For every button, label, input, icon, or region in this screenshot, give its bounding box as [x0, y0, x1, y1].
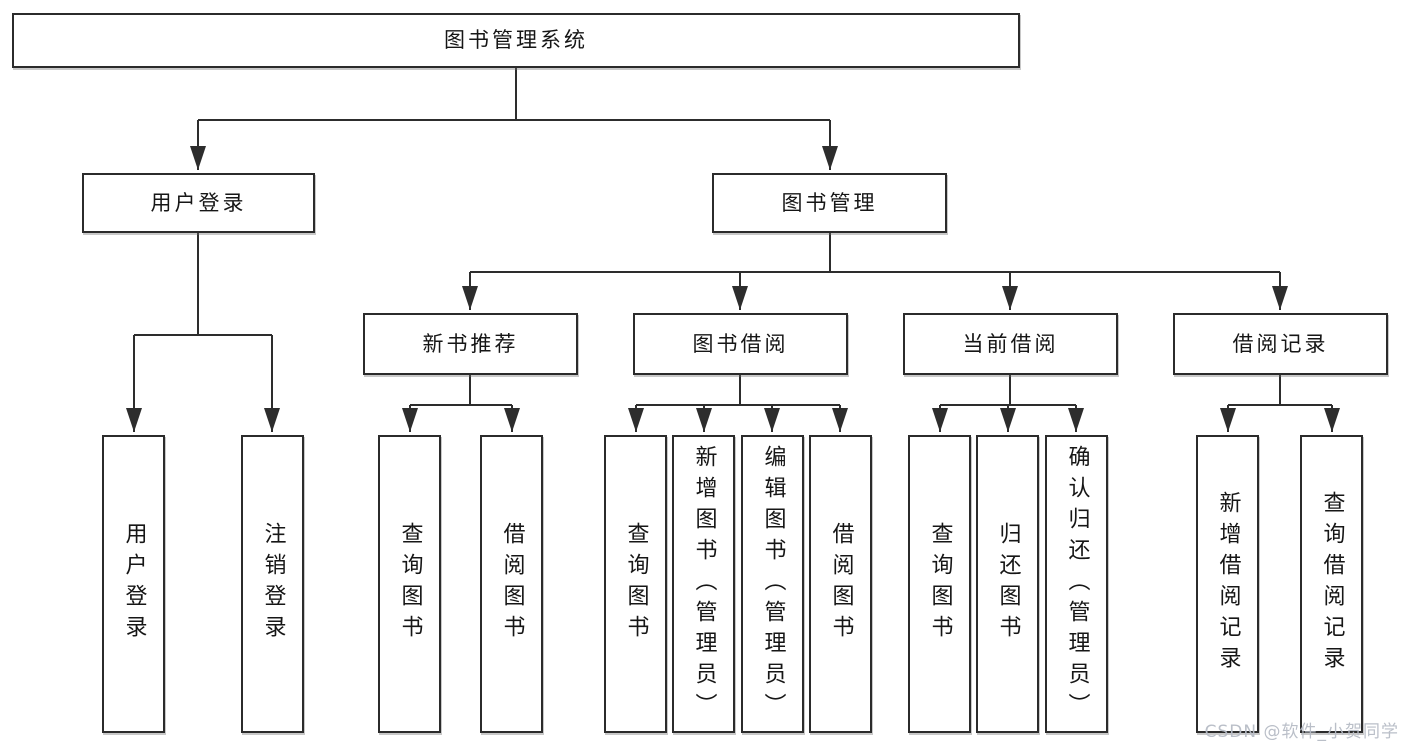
leaf-borrow-book-label: 借阅图书 [828, 522, 854, 646]
leaf-add-borrow-record-label: 新增借阅记录 [1215, 491, 1241, 677]
leaf-logout-label: 注销登录 [260, 522, 286, 646]
node-new-book-recommend: 新书推荐 [363, 313, 578, 375]
node-library-system-label: 图书管理系统 [444, 28, 588, 52]
node-book-management-label: 图书管理 [781, 190, 878, 215]
leaf-borrow-book-recommend: 借阅图书 [480, 435, 543, 733]
leaf-confirm-return-admin-label: 确认归还（管理员） [1064, 444, 1090, 724]
node-current-borrow-label: 当前借阅 [962, 331, 1059, 356]
leaf-query-book-recommend: 查询图书 [378, 435, 441, 733]
leaf-query-borrow-record-label: 查询借阅记录 [1319, 491, 1345, 677]
node-user-login-label: 用户登录 [150, 190, 247, 215]
leaf-edit-book-admin: 编辑图书（管理员） [741, 435, 804, 733]
node-user-login: 用户登录 [82, 173, 315, 233]
node-current-borrow: 当前借阅 [903, 313, 1118, 375]
leaf-query-book-current-label: 查询图书 [927, 522, 953, 646]
node-borrow-records-label: 借阅记录 [1232, 331, 1329, 356]
leaf-borrow-book: 借阅图书 [809, 435, 872, 733]
node-book-management: 图书管理 [712, 173, 947, 233]
node-book-borrow: 图书借阅 [633, 313, 848, 375]
leaf-query-book-current: 查询图书 [908, 435, 971, 733]
leaf-confirm-return-admin: 确认归还（管理员） [1045, 435, 1108, 733]
leaf-return-book-label: 归还图书 [995, 522, 1021, 646]
leaf-query-book-recommend-label: 查询图书 [397, 522, 423, 646]
leaf-borrow-book-recommend-label: 借阅图书 [499, 522, 525, 646]
leaf-edit-book-admin-label: 编辑图书（管理员） [760, 444, 786, 724]
leaf-query-borrow-record: 查询借阅记录 [1300, 435, 1363, 733]
node-new-book-recommend-label: 新书推荐 [422, 331, 519, 356]
leaf-user-login: 用户登录 [102, 435, 165, 733]
leaf-query-book-borrow-label: 查询图书 [623, 522, 649, 646]
node-library-system: 图书管理系统 [12, 13, 1020, 68]
node-book-borrow-label: 图书借阅 [692, 331, 789, 356]
leaf-return-book: 归还图书 [976, 435, 1039, 733]
leaf-add-borrow-record: 新增借阅记录 [1196, 435, 1259, 733]
csdn-watermark: CSDN @软件_小贺同学 [1204, 722, 1399, 742]
leaf-add-book-admin-label: 新增图书（管理员） [691, 444, 717, 724]
leaf-logout: 注销登录 [241, 435, 304, 733]
leaf-user-login-label: 用户登录 [121, 522, 147, 646]
node-borrow-records: 借阅记录 [1173, 313, 1388, 375]
leaf-query-book-borrow: 查询图书 [604, 435, 667, 733]
leaf-add-book-admin: 新增图书（管理员） [672, 435, 735, 733]
